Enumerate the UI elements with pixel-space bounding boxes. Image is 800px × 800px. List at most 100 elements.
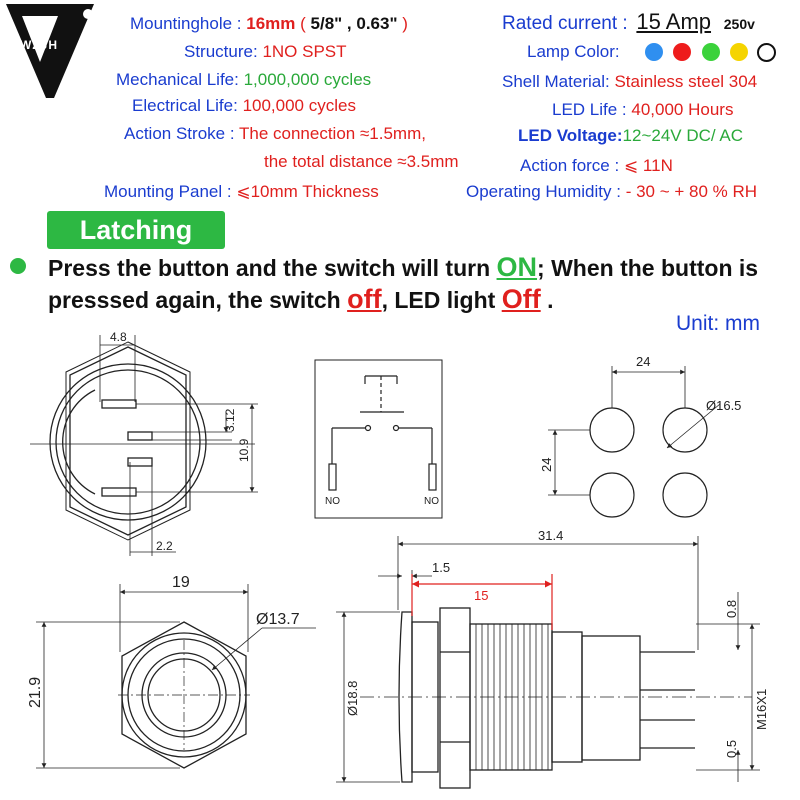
top-view-arc (62, 389, 96, 495)
lamp-color-green (702, 43, 720, 61)
spec-label: Operating Humidity : (466, 182, 621, 201)
side-view-nut (439, 607, 471, 789)
spec-led-voltage: LED Voltage:12~24V DC/ AC (518, 126, 743, 146)
spec-rated-current: Rated current : 15 Amp 250v (502, 9, 755, 34)
dim-hex-width: 19 (172, 574, 190, 591)
lamp-color-blue (645, 43, 663, 61)
spec-shell-material: Shell Material: Stainless steel 304 (502, 72, 757, 92)
spec-value: The connection ≈1.5mm, (238, 124, 426, 143)
spec-mounting-panel: Mounting Panel : ⩽10mm Thickness (104, 182, 379, 202)
spec-value: 1NO SPST (262, 42, 347, 61)
lamp-color-white (757, 43, 776, 62)
spec-label: Action Stroke : (124, 124, 235, 143)
dim-thread-length: 15 (474, 588, 488, 603)
spec-value: 12~24V DC/ AC (622, 126, 744, 145)
spec-value-paren: ) (402, 14, 408, 33)
dim-overall-length: 31.4 (538, 528, 563, 543)
description-text: . (540, 287, 554, 313)
spec-action-stroke: Action Stroke : The connection ≈1.5mm, (124, 124, 426, 144)
logo-mark (6, 4, 94, 98)
dim-hole-diameter: Ø16.5 (706, 398, 741, 413)
description-text: presssed again, the switch (48, 287, 348, 313)
mode-badge: Latching (47, 211, 225, 249)
top-view-hex (69, 346, 187, 536)
top-view-hex-outer (65, 341, 191, 541)
spec-value: - 30 ~ + 80 % RH (625, 182, 758, 201)
cutout-hole (589, 407, 635, 453)
spec-value-paren: ( (295, 14, 306, 33)
top-view (30, 335, 258, 556)
spec-mechanical-life: Mechanical Life: 1,000,000 cycles (116, 70, 371, 90)
spec-label: Mechanical Life: (116, 70, 239, 89)
top-view-pin-mid-2 (127, 457, 153, 467)
dim-pin-top: 0.8 (724, 600, 739, 618)
side-view (336, 536, 760, 789)
dim-leader-16-5 (666, 403, 721, 449)
cutout-hole (589, 472, 635, 518)
spec-value: the total distance ≈3.5mm (264, 152, 459, 171)
dim-pin-bottom: 0.5 (724, 740, 739, 758)
dim-hex-height: 21.9 (27, 677, 44, 708)
top-view-circle-inner (55, 369, 201, 515)
spec-label: Mounting Panel : (104, 182, 232, 201)
description-text: Press the button and the switch will tur… (48, 255, 497, 281)
dim-head-diameter: Ø18.8 (345, 681, 360, 716)
spec-led-life: LED Life : 40,000 Hours (552, 100, 733, 120)
top-view-pin-top (101, 399, 137, 409)
spec-label: LED Voltage: (518, 126, 623, 145)
spec-action-force: Action force : ⩽ 11N (520, 156, 673, 176)
spec-value: ⩽ 11N (623, 156, 673, 175)
bullet-icon (10, 258, 26, 274)
description-text: ; When the button is (537, 255, 759, 281)
top-view-pin-bottom (101, 487, 137, 497)
spec-value: ⩽10mm Thickness (236, 182, 379, 201)
panel-cutout (548, 366, 721, 518)
schematic-terminal-left (328, 463, 337, 491)
lamp-color-yellow (730, 43, 748, 61)
spec-value: 16mm (246, 14, 296, 33)
spec-value: 40,000 Hours (631, 100, 734, 119)
description-off: off (347, 284, 382, 314)
spec-value: 15 Amp (636, 9, 712, 34)
spec-electrical-life: Electrical Life: 100,000 cycles (132, 96, 356, 116)
brand-logo: ZJWZJH (0, 0, 100, 100)
schematic-frame (314, 359, 443, 519)
spec-operating-humidity: Operating Humidity : - 30 ~ + 80 % RH (466, 182, 757, 202)
spec-label: Action force : (520, 156, 620, 175)
spec-label: Shell Material: (502, 72, 610, 91)
front-view (36, 584, 316, 769)
cutout-hole (662, 472, 708, 518)
schematic-terminal-right (428, 463, 437, 491)
unit-label: Unit: mm (676, 312, 760, 335)
description-on: ON (496, 252, 538, 282)
spec-mountinghole: Mountinghole : 16mm ( 5/8" , 0.63" ) (130, 14, 408, 34)
top-view-circle-outer (49, 363, 207, 521)
spec-label: Electrical Life: (132, 96, 238, 115)
schematic (314, 359, 443, 519)
side-view-head (398, 611, 413, 783)
dim-head-height: 1.5 (432, 560, 450, 575)
spec-value: 1,000,000 cycles (243, 70, 372, 89)
spec-value: Stainless steel 304 (614, 72, 758, 91)
schematic-label-right: NO (424, 496, 439, 507)
spec-structure: Structure: 1NO SPST (184, 42, 347, 62)
logo-text: ZJWZJH (4, 38, 58, 52)
front-view-hex (121, 621, 247, 769)
dim-leader-13-7 (211, 627, 263, 671)
side-view-dim-15 (411, 574, 553, 630)
spec-action-stroke-2: the total distance ≈3.5mm (264, 152, 459, 172)
spec-label: Structure: (184, 42, 258, 61)
description-line-1: Press the button and the switch will tur… (48, 252, 758, 283)
schematic-contact-right (392, 424, 400, 432)
description-text: , LED light (381, 287, 502, 313)
spec-label: Rated current : (502, 13, 628, 34)
top-view-pin-mid-1 (127, 431, 153, 441)
lamp-color-red (673, 43, 691, 61)
dim-pin-span: 10.9 (237, 438, 251, 462)
spec-value-imperial: 5/8" , 0.63" (305, 14, 403, 33)
dim-spacing-y: 24 (539, 458, 554, 472)
schematic-label-left: NO (325, 496, 340, 507)
spec-value-voltage: 250v (723, 16, 755, 32)
spec-label: Lamp Color: (527, 42, 620, 61)
spec-value: 100,000 cycles (242, 96, 356, 115)
